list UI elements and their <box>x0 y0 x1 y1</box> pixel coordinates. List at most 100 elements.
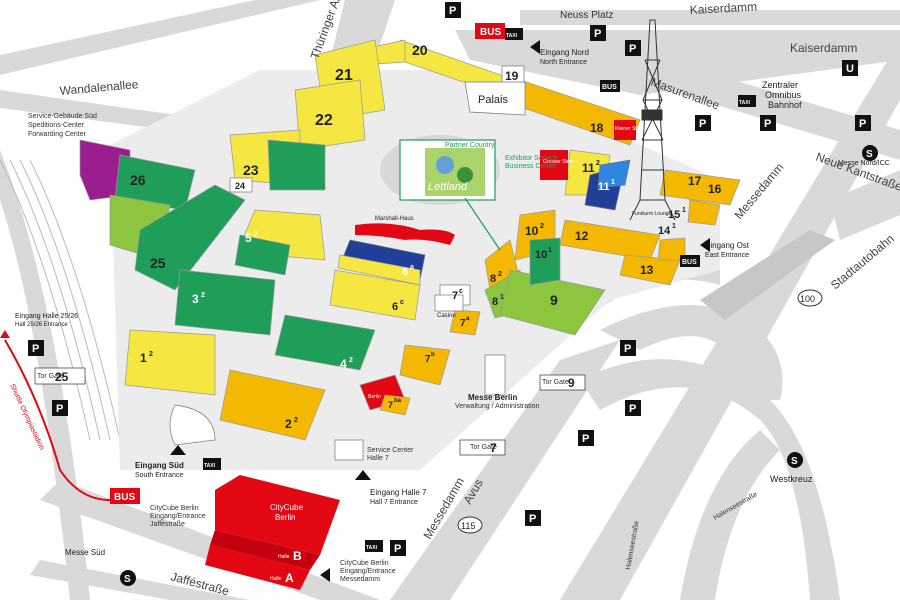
taxi-north[interactable]: TAXI <box>505 28 523 40</box>
label-hall-7b: 7 <box>425 354 431 365</box>
hall-2[interactable] <box>219 369 326 441</box>
svg-text:P: P <box>56 403 63 415</box>
hall-10-1[interactable] <box>529 237 561 286</box>
gate-25[interactable]: Tor Gate 25 <box>34 367 86 385</box>
hall-23-green[interactable] <box>267 139 326 191</box>
parking-p9[interactable]: P <box>578 430 594 446</box>
hall-11-1-blue[interactable] <box>597 159 631 189</box>
parking-p10[interactable]: P <box>525 510 541 526</box>
label-hall-8-1-sup: 1 <box>500 294 504 301</box>
hall-6c[interactable] <box>329 269 421 321</box>
label-funkturm: Funkturm Lounge <box>632 211 671 217</box>
entrance-hall-25-26[interactable]: Eingang Halle 25/26 Hall 25/26 Entrance <box>15 313 78 328</box>
casino[interactable] <box>434 294 464 312</box>
hall-25[interactable] <box>134 184 246 291</box>
parking-p2[interactable]: P <box>590 25 606 41</box>
hall-1[interactable] <box>124 329 216 396</box>
hall-5-green[interactable] <box>234 234 291 276</box>
label-zob3: Bahnhof <box>768 100 802 110</box>
svg-text:Eingang Halle 25/26: Eingang Halle 25/26 <box>15 313 78 320</box>
label-citycube-top: CityCube <box>270 503 303 512</box>
taxi-messedamm[interactable]: TAXI <box>365 540 383 552</box>
label-hall-9: 9 <box>550 292 558 308</box>
entrance-east[interactable]: Eingang Ost East Entrance <box>705 241 750 259</box>
citycube-hall-b[interactable] <box>210 530 320 570</box>
marshall-haus[interactable] <box>355 223 455 245</box>
kleiner-stern[interactable] <box>614 120 636 140</box>
hall-4[interactable] <box>274 314 376 371</box>
label-hall-12: 12 <box>575 229 589 243</box>
gate-9[interactable]: Tor Gate 9 <box>539 374 586 391</box>
s-bahn-messe-nord[interactable]: S <box>862 145 878 161</box>
label-hall-10-1-sup: 1 <box>548 247 552 254</box>
parking-p8[interactable]: P <box>625 400 641 416</box>
parking-p11[interactable]: P <box>28 340 44 356</box>
hall-9[interactable] <box>499 269 606 336</box>
bus-stop-masuren[interactable]: BUS <box>600 80 620 92</box>
label-hall-3: 3 <box>192 292 199 306</box>
parking-p6[interactable]: P <box>695 115 711 131</box>
svg-text:Hall 25/26 Entrance: Hall 25/26 Entrance <box>15 322 68 328</box>
road-shield-100: 100 <box>797 289 823 307</box>
svg-text:115: 115 <box>461 521 475 531</box>
s-bahn-messe-sued[interactable]: S <box>120 570 136 586</box>
svg-text:U: U <box>846 63 854 75</box>
label-halle-b: Halle <box>278 554 290 560</box>
label-hall-21: 21 <box>335 67 353 84</box>
svg-text:BUS: BUS <box>602 84 617 91</box>
hall-7ba[interactable] <box>379 394 411 416</box>
parking-p1[interactable]: P <box>445 2 461 18</box>
svg-text:P: P <box>394 543 401 555</box>
hall-15[interactable] <box>687 199 721 226</box>
label-citycube-bottom: Berlin <box>275 513 295 522</box>
parking-p4[interactable]: P <box>760 115 776 131</box>
hall-3[interactable] <box>174 269 276 336</box>
label-hall-26: 26 <box>130 172 146 188</box>
label-hall-4: 4 <box>340 357 347 371</box>
svg-text:BUS: BUS <box>480 27 501 38</box>
bus-stop-north[interactable]: BUS <box>475 23 505 39</box>
svg-text:S: S <box>866 149 873 160</box>
entrance-south[interactable]: Eingang Süd South Entrance <box>135 461 184 479</box>
shuttle-arrow <box>0 330 10 338</box>
label-hall-8-1: 8 <box>492 296 498 308</box>
parking-p12[interactable]: P <box>52 400 68 416</box>
service-center <box>334 439 364 461</box>
label-hall-5: 5 <box>245 231 252 245</box>
entrance-citycube-jaffe[interactable]: CityCube Berlin Eingang/Entrance Jaffést… <box>150 505 206 528</box>
s-bahn-westkreuz[interactable]: S <box>787 452 803 468</box>
street-shuttle: Shuttle Olympiastadion <box>8 383 45 451</box>
entrance-north[interactable]: Eingang Nord North Entrance <box>540 48 589 66</box>
svg-text:TAXI: TAXI <box>506 33 518 39</box>
svg-text:North Entrance: North Entrance <box>540 59 587 66</box>
bus-stop-south[interactable]: BUS <box>110 488 140 504</box>
label-svc-center: Service Center <box>367 447 414 454</box>
citycube[interactable] <box>215 475 340 555</box>
grosser-stern[interactable] <box>540 150 568 180</box>
label-partner: Partner Country <box>445 142 495 149</box>
entrance-citycube-messedamm[interactable]: CityCube Berlin Eingang/Entrance Messeda… <box>340 560 396 583</box>
u-bahn-kaiserdamm[interactable]: U <box>842 60 858 76</box>
hall-16-17[interactable] <box>659 169 741 206</box>
label-hall-22: 22 <box>315 112 333 129</box>
entrance-hall-7[interactable]: Eingang Halle 7 Hall 7 Entrance <box>370 488 427 506</box>
hall-7a[interactable] <box>449 309 481 336</box>
label-hall-7a: 7 <box>460 318 466 329</box>
label-verwaltung: Verwaltung / Administration <box>455 403 540 410</box>
arrow-icons <box>170 40 710 582</box>
railway-lines <box>0 159 121 441</box>
taxi-east[interactable]: TAXI <box>738 95 756 107</box>
citycube-hall-a[interactable] <box>205 545 310 590</box>
hall-24[interactable] <box>229 177 253 193</box>
label-hall-19: 19 <box>505 69 519 83</box>
hall-7b[interactable] <box>399 344 451 386</box>
taxi-south[interactable]: TAXI <box>203 458 221 470</box>
parking-p13[interactable]: P <box>390 540 406 556</box>
parking-p5[interactable]: P <box>855 115 871 131</box>
parking-p3[interactable]: P <box>625 40 641 56</box>
parking-p7[interactable]: P <box>620 340 636 356</box>
palais[interactable] <box>464 81 526 116</box>
bus-stop-east[interactable]: BUS <box>680 255 700 267</box>
gate-7[interactable]: Tor Gate 7 <box>459 439 506 456</box>
